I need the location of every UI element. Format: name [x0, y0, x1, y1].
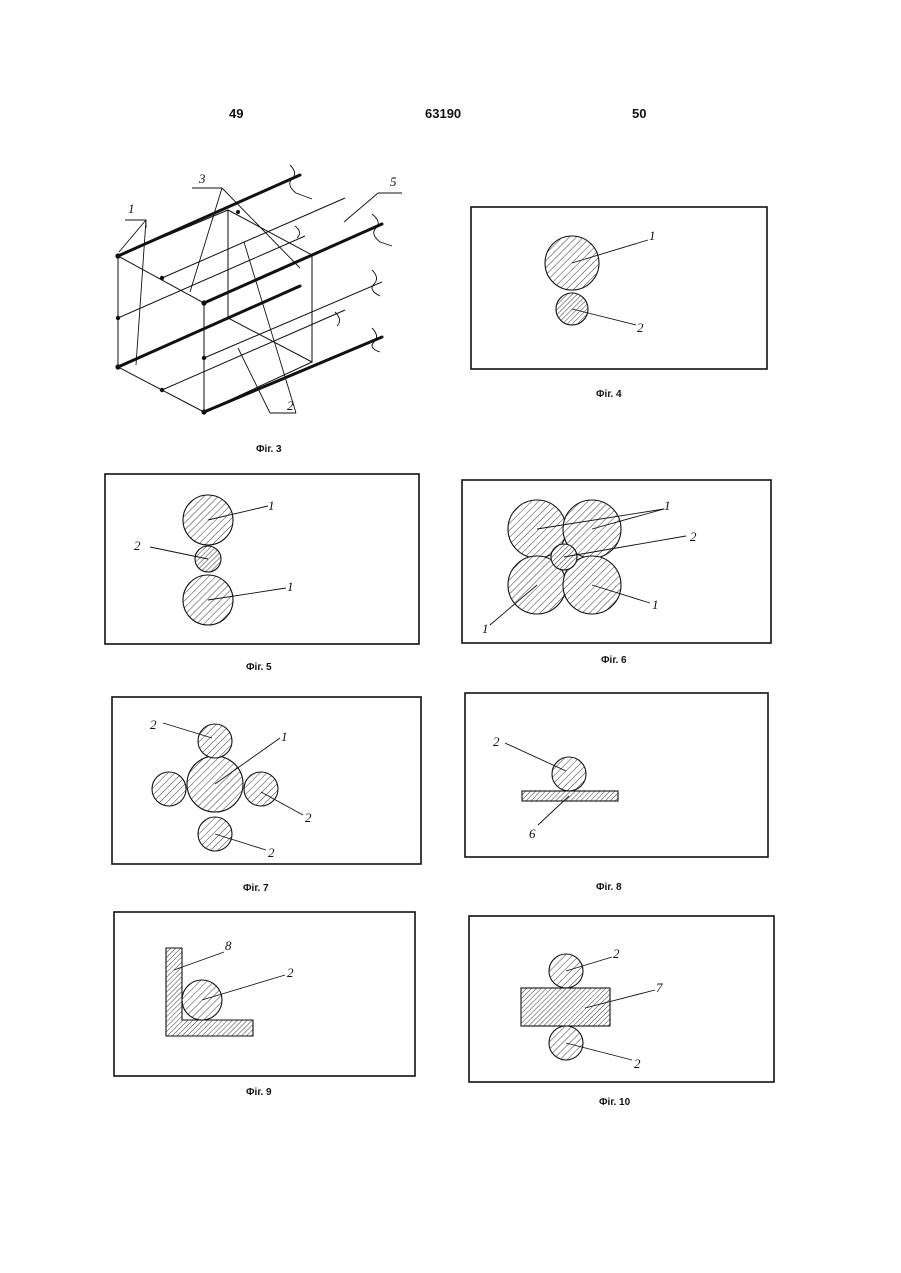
fig6-label-1-left: 1 — [482, 621, 489, 636]
fig10-label-2-bottom: 2 — [634, 1056, 641, 1071]
fig10-label-2-top: 2 — [613, 946, 620, 961]
fig8-frame — [465, 693, 768, 857]
figure-3-cage: 1 3 5 2 — [115, 165, 402, 415]
fig8-label-2: 2 — [493, 734, 500, 749]
fig9-label-8: 8 — [225, 938, 232, 953]
fig5-label-1-top: 1 — [268, 498, 275, 513]
fig10-caption: Фіг. 10 — [599, 1097, 630, 1108]
fig6-label-1-right: 1 — [652, 597, 659, 612]
figure-10: 2 7 2 — [469, 916, 774, 1082]
fig6-label-1-top: 1 — [664, 498, 671, 513]
fig7-label-2-top: 2 — [150, 717, 157, 732]
bar-bottom-mid — [162, 310, 345, 390]
bar-mid-left — [118, 236, 305, 318]
fig4-label-2: 2 — [637, 320, 644, 335]
figure-8: 2 6 — [465, 693, 768, 857]
fig3-label-5: 5 — [390, 174, 397, 189]
fig5-label-2: 2 — [134, 538, 141, 553]
bar-top-left — [118, 175, 300, 256]
fig6-frame — [462, 480, 771, 643]
fig9-frame — [114, 912, 415, 1076]
fig3-label-1: 1 — [128, 201, 135, 216]
fig6-label-2: 2 — [690, 529, 697, 544]
fig9-caption: Фіг. 9 — [246, 1087, 272, 1098]
bar-top-mid — [162, 198, 345, 278]
fig3-label-3: 3 — [198, 171, 206, 186]
fig3-label-2: 2 — [287, 398, 294, 413]
bar-mid-right — [204, 282, 382, 358]
fig7-label-1: 1 — [281, 729, 288, 744]
fig4-caption: Фіг. 4 — [596, 389, 622, 400]
figure-7: 2 1 2 2 — [112, 697, 421, 864]
fig8-label-6: 6 — [529, 826, 536, 841]
figure-5: 1 2 1 — [105, 474, 419, 644]
fig4-frame — [471, 207, 767, 369]
fig7-caption: Фіг. 7 — [243, 883, 269, 894]
fig9-label-2: 2 — [287, 965, 294, 980]
fig5-label-1-bottom: 1 — [287, 579, 294, 594]
fig8-caption: Фіг. 8 — [596, 882, 622, 893]
fig7-label-2-right: 2 — [305, 810, 312, 825]
fig5-frame — [105, 474, 419, 644]
fig6-caption: Фіг. 6 — [601, 655, 627, 666]
fig10-label-7: 7 — [656, 980, 663, 995]
figure-9: 8 2 — [114, 912, 415, 1076]
figure-4: 1 2 — [471, 207, 767, 369]
fig3-caption: Фіг. 3 — [256, 444, 282, 455]
fig4-label-1: 1 — [649, 228, 656, 243]
fig5-caption: Фіг. 5 — [246, 662, 272, 673]
figure-6: 1 2 1 1 — [462, 480, 771, 643]
fig7-label-2-bottom: 2 — [268, 845, 275, 860]
